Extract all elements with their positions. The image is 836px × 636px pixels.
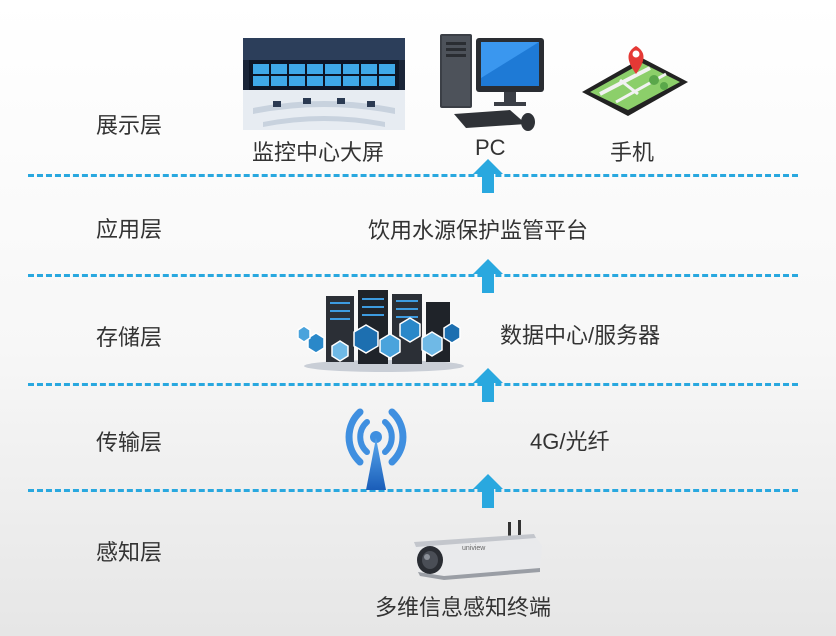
device-label-control-center: 监控中心大屏 (252, 140, 385, 165)
layer-label-storage: 存储层 (96, 325, 163, 350)
surveillance-camera-icon: uniview (414, 520, 542, 580)
up-arrow-icon (473, 474, 503, 508)
layer-divider (28, 274, 798, 277)
layer-divider (28, 174, 798, 177)
up-arrow-icon (473, 259, 503, 293)
transport-label: 4G/光纤 (530, 429, 610, 454)
camera-brand-logo: uniview (462, 545, 486, 552)
storage-label: 数据中心/服务器 (500, 323, 661, 348)
up-arrow-icon (473, 368, 503, 402)
control-center-wall-icon (243, 38, 405, 130)
server-datacenter-icon (297, 290, 464, 372)
layer-label-application: 应用层 (96, 217, 163, 242)
layer-divider (28, 383, 798, 386)
device-label-pc: PC (475, 135, 506, 160)
up-arrow-icon (473, 159, 503, 193)
layer-divider (28, 489, 798, 492)
layer-label-transport: 传输层 (96, 430, 163, 455)
layer-label-sensing: 感知层 (96, 540, 163, 565)
smartphone-map-icon (582, 46, 688, 116)
sensing-label: 多维信息感知终端 (375, 595, 552, 620)
platform-name: 饮用水源保护监管平台 (368, 218, 589, 243)
device-label-phone: 手机 (610, 140, 655, 165)
desktop-pc-icon (440, 34, 544, 131)
layer-label-presentation: 展示层 (96, 113, 163, 138)
wireless-signal-icon (345, 408, 407, 490)
